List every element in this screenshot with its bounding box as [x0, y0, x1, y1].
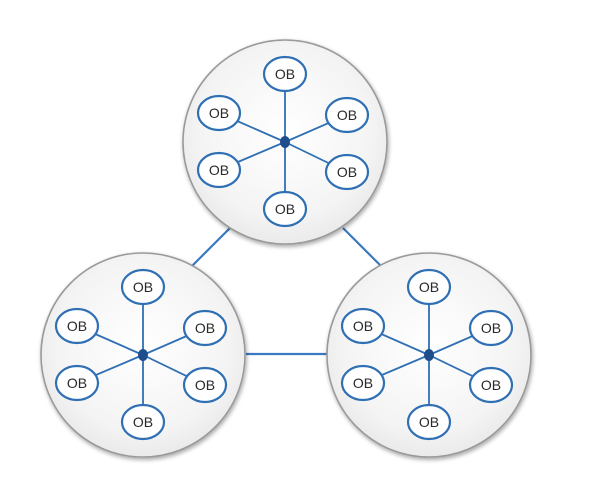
ob-node-circle — [262, 55, 308, 93]
ob-node-circle — [54, 364, 100, 402]
ob-node: OB — [196, 94, 242, 132]
hub-dot — [280, 136, 290, 148]
ob-node-circle — [120, 268, 166, 306]
ob-node-label: OB — [195, 320, 215, 336]
ob-node: OB — [262, 190, 308, 228]
ob-node-label: OB — [209, 162, 229, 178]
ob-node: OB — [262, 55, 308, 93]
cluster-link-top-to-bottom-left — [187, 227, 231, 271]
ob-node-label: OB — [195, 377, 215, 393]
ob-node-circle — [196, 151, 242, 189]
ob-node-circle — [120, 403, 166, 441]
ob-node-label: OB — [481, 377, 501, 393]
ob-node: OB — [406, 403, 452, 441]
ob-node-circle — [406, 268, 452, 306]
ob-node-label: OB — [337, 164, 357, 180]
cluster-top: OB OB OB OB OB OB — [182, 39, 388, 245]
ob-node-circle — [468, 366, 514, 404]
ob-node-label: OB — [67, 375, 87, 391]
cluster-bottom-left: OB OB OB OB OB OB — [40, 252, 246, 458]
ob-node-label: OB — [481, 320, 501, 336]
ob-node-circle — [324, 153, 370, 191]
ob-node: OB — [120, 268, 166, 306]
ob-node-circle — [468, 309, 514, 347]
ob-node-circle — [406, 403, 452, 441]
ob-node: OB — [340, 307, 386, 345]
ob-node-circle — [262, 190, 308, 228]
ob-node: OB — [340, 364, 386, 402]
ob-node: OB — [54, 307, 100, 345]
ob-node: OB — [196, 151, 242, 189]
ob-node-label: OB — [353, 375, 373, 391]
ob-node-label: OB — [133, 414, 153, 430]
ob-node-label: OB — [419, 414, 439, 430]
ob-node-circle — [324, 96, 370, 134]
ob-node-circle — [340, 307, 386, 345]
ob-node-label: OB — [209, 105, 229, 121]
ob-node-label: OB — [419, 279, 439, 295]
hub-dot — [138, 349, 148, 361]
ob-node: OB — [120, 403, 166, 441]
ob-node: OB — [182, 309, 228, 347]
ob-node: OB — [468, 309, 514, 347]
ob-node: OB — [406, 268, 452, 306]
ob-node-label: OB — [133, 279, 153, 295]
clusters: OB OB OB OB OB OB OB OB OB OB OB OB OB OB OB OB OB OB — [40, 39, 532, 458]
ob-node-label: OB — [353, 318, 373, 334]
ob-node-circle — [340, 364, 386, 402]
ob-node: OB — [324, 96, 370, 134]
ob-node-label: OB — [275, 201, 295, 217]
ob-node-circle — [182, 366, 228, 404]
cluster-link-top-to-bottom-right — [342, 227, 386, 271]
ob-node-label: OB — [67, 318, 87, 334]
ob-node-circle — [196, 94, 242, 132]
hub-dot — [424, 349, 434, 361]
ob-node-label: OB — [275, 66, 295, 82]
cluster-bottom-right: OB OB OB OB OB OB — [326, 252, 532, 458]
ob-node-circle — [54, 307, 100, 345]
ob-node: OB — [324, 153, 370, 191]
ob-node-circle — [182, 309, 228, 347]
ob-node: OB — [54, 364, 100, 402]
ob-node-label: OB — [337, 107, 357, 123]
cluster-links — [187, 227, 386, 356]
ob-node: OB — [468, 366, 514, 404]
ob-node: OB — [182, 366, 228, 404]
